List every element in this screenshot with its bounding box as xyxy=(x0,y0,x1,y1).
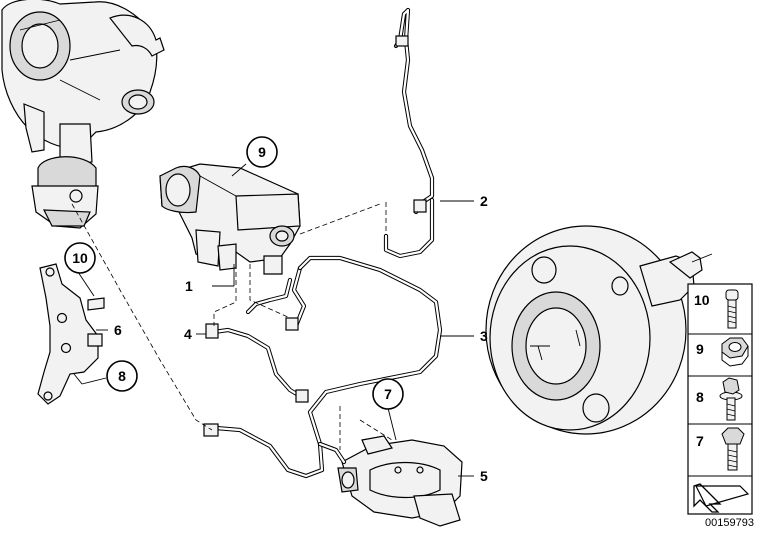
callout-2: 2 xyxy=(480,193,488,209)
vacuum-reservoir xyxy=(337,435,463,527)
fasteners-legend: 10 9 8 7 xyxy=(687,283,753,515)
bracket xyxy=(37,263,105,405)
callout-10: 10 xyxy=(72,250,88,266)
turbocharger xyxy=(1,0,165,229)
legend-number-9: 9 xyxy=(696,341,704,357)
callout-5: 5 xyxy=(480,468,488,484)
brake-servo xyxy=(485,225,713,435)
hex-bolt-icon xyxy=(721,427,745,471)
callout-6: 6 xyxy=(114,322,122,338)
callout-9: 9 xyxy=(258,144,266,160)
callout-1: 1 xyxy=(185,278,193,294)
leader-lines xyxy=(73,163,474,477)
callout-8: 8 xyxy=(118,368,126,384)
assembly-dashed-lines xyxy=(71,202,393,450)
bolt-icon xyxy=(725,289,739,329)
callout-4: 4 xyxy=(184,326,192,342)
legend-number-10: 10 xyxy=(694,292,710,308)
callout-circle-9: 9 xyxy=(246,136,278,168)
callout-circle-7: 7 xyxy=(372,378,404,410)
hex-flange-bolt-icon xyxy=(719,377,743,421)
assembly-arrow-icon xyxy=(693,483,750,513)
document-number: 00159793 xyxy=(705,517,754,529)
callout-circle-8: 8 xyxy=(106,360,138,392)
pressure-converter-valve xyxy=(159,163,301,275)
legend-number-7: 7 xyxy=(696,433,704,449)
vacuum-hoses xyxy=(203,7,443,479)
callout-7: 7 xyxy=(384,386,392,402)
legend-number-8: 8 xyxy=(696,389,704,405)
callout-circle-10: 10 xyxy=(64,242,96,274)
callout-3: 3 xyxy=(480,328,488,344)
hex-nut-icon xyxy=(721,337,749,367)
